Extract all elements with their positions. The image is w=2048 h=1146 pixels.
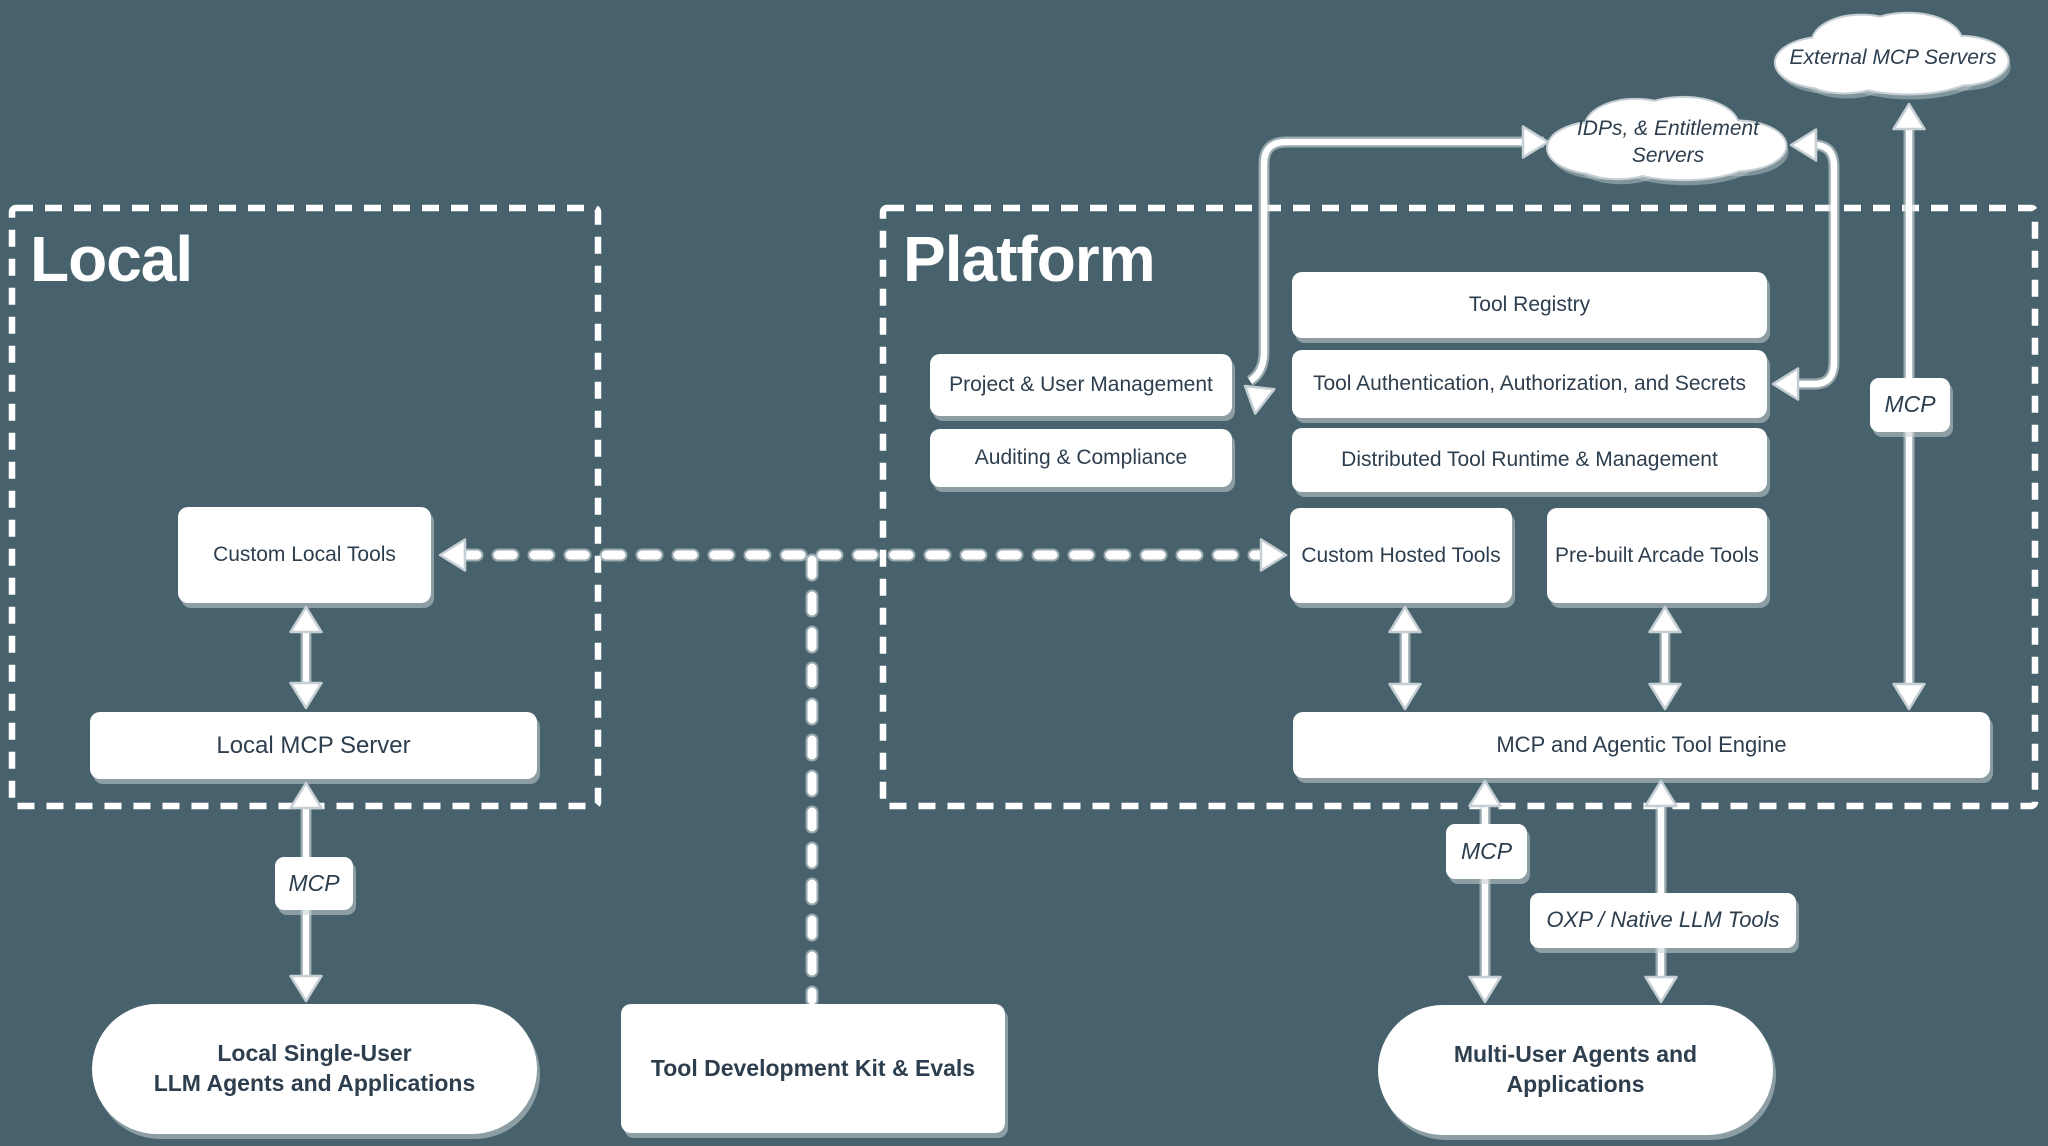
platform-region-title: Platform <box>903 223 1156 295</box>
box-tool-authentication: Tool Authentication, Authorization, and … <box>1292 350 1767 418</box>
arrowhead <box>1644 975 1678 1004</box>
arrowhead <box>1388 682 1422 711</box>
connector-custom-local-to-local-mcp <box>289 605 323 710</box>
box-custom-local-tools: Custom Local Tools <box>178 507 431 603</box>
pill-local-line1: Local Single-User <box>217 1040 412 1067</box>
box-tool-development-kit: Tool Development Kit & Evals <box>621 1004 1005 1133</box>
connector-engine-to-multi-pill-oxp <box>1644 779 1678 1004</box>
connector-prebuilt-to-engine <box>1648 605 1682 711</box>
cloud-idps-entitlement-servers-part <box>1575 142 1661 179</box>
label-mcp-local: MCP <box>275 857 353 910</box>
box-auditing-compliance: Auditing & Compliance <box>930 429 1232 487</box>
cloud-label-idps-line1: IDPs, & Entitlement <box>1576 117 1760 140</box>
connector-idps-to-tool-auth-line <box>1797 141 1838 388</box>
connector-idps-to-tool-auth <box>1771 128 1840 401</box>
arrowhead <box>1468 779 1502 808</box>
cloud-label-external-mcp-servers: External MCP Servers <box>1789 46 1997 69</box>
arrowhead <box>1789 128 1818 162</box>
cloud-label-idps: IDPs, & Entitlement Servers <box>1548 115 1788 170</box>
arrowhead <box>289 974 323 1003</box>
box-tool-registry: Tool Registry <box>1292 272 1767 338</box>
label-oxp-native-llm-tools: OXP / Native LLM Tools <box>1530 893 1796 948</box>
arrowhead <box>1892 682 1926 711</box>
box-custom-hosted-tools: Custom Hosted Tools <box>1290 508 1512 603</box>
arrowhead <box>1648 682 1682 711</box>
arrowhead <box>1892 102 1926 131</box>
arrowhead <box>1644 779 1678 808</box>
arrowhead <box>1521 125 1550 159</box>
arrowhead <box>1771 367 1800 401</box>
box-distributed-tool-runtime: Distributed Tool Runtime & Management <box>1292 428 1767 492</box>
connector-custom-local-to-custom-hosted-dashed <box>438 538 1288 572</box>
arrowhead <box>289 605 323 634</box>
connector-idps-to-project-mgmt-line <box>1248 138 1544 384</box>
local-region-title: Local <box>30 223 193 295</box>
platform-container-border <box>879 204 2039 810</box>
cloud-idps-entitlement-servers <box>1546 95 1789 186</box>
box-local-mcp-server: Local MCP Server <box>90 712 537 779</box>
label-mcp-platform: MCP <box>1446 824 1527 879</box>
pill-local-single-user-agents: Local Single-User LLM Agents and Applica… <box>92 1004 537 1134</box>
connector-idps-to-project-mgmt <box>1243 125 1550 415</box>
arrowhead <box>438 538 467 572</box>
box-prebuilt-arcade-tools: Pre-built Arcade Tools <box>1547 508 1767 603</box>
box-project-user-management: Project & User Management <box>930 354 1232 416</box>
arrowhead <box>289 781 323 810</box>
pill-multi-user-agents: Multi-User Agents and Applications <box>1378 1005 1773 1135</box>
connector-custom-hosted-to-engine <box>1388 605 1422 711</box>
arrowhead <box>1243 384 1276 415</box>
label-mcp-external: MCP <box>1870 378 1950 432</box>
cloud-label-idps-line2: Servers <box>1631 144 1705 168</box>
arrowhead <box>289 681 323 710</box>
box-mcp-agentic-tool-engine: MCP and Agentic Tool Engine <box>1293 712 1990 778</box>
cloud-external-mcp-servers-part <box>1802 57 1886 93</box>
arrowhead <box>1388 605 1422 634</box>
pill-multi-line1: Multi-User Agents and <box>1453 1041 1698 1068</box>
pill-multi-line2: Applications <box>1506 1071 1645 1097</box>
arrowhead <box>1648 605 1682 634</box>
local-container-border <box>8 204 602 810</box>
pill-local-line2: LLM Agents and Applications <box>153 1070 476 1096</box>
arrowhead <box>1259 538 1288 572</box>
cloud-external-mcp-servers <box>1773 11 2011 100</box>
arrowhead <box>1468 975 1502 1004</box>
